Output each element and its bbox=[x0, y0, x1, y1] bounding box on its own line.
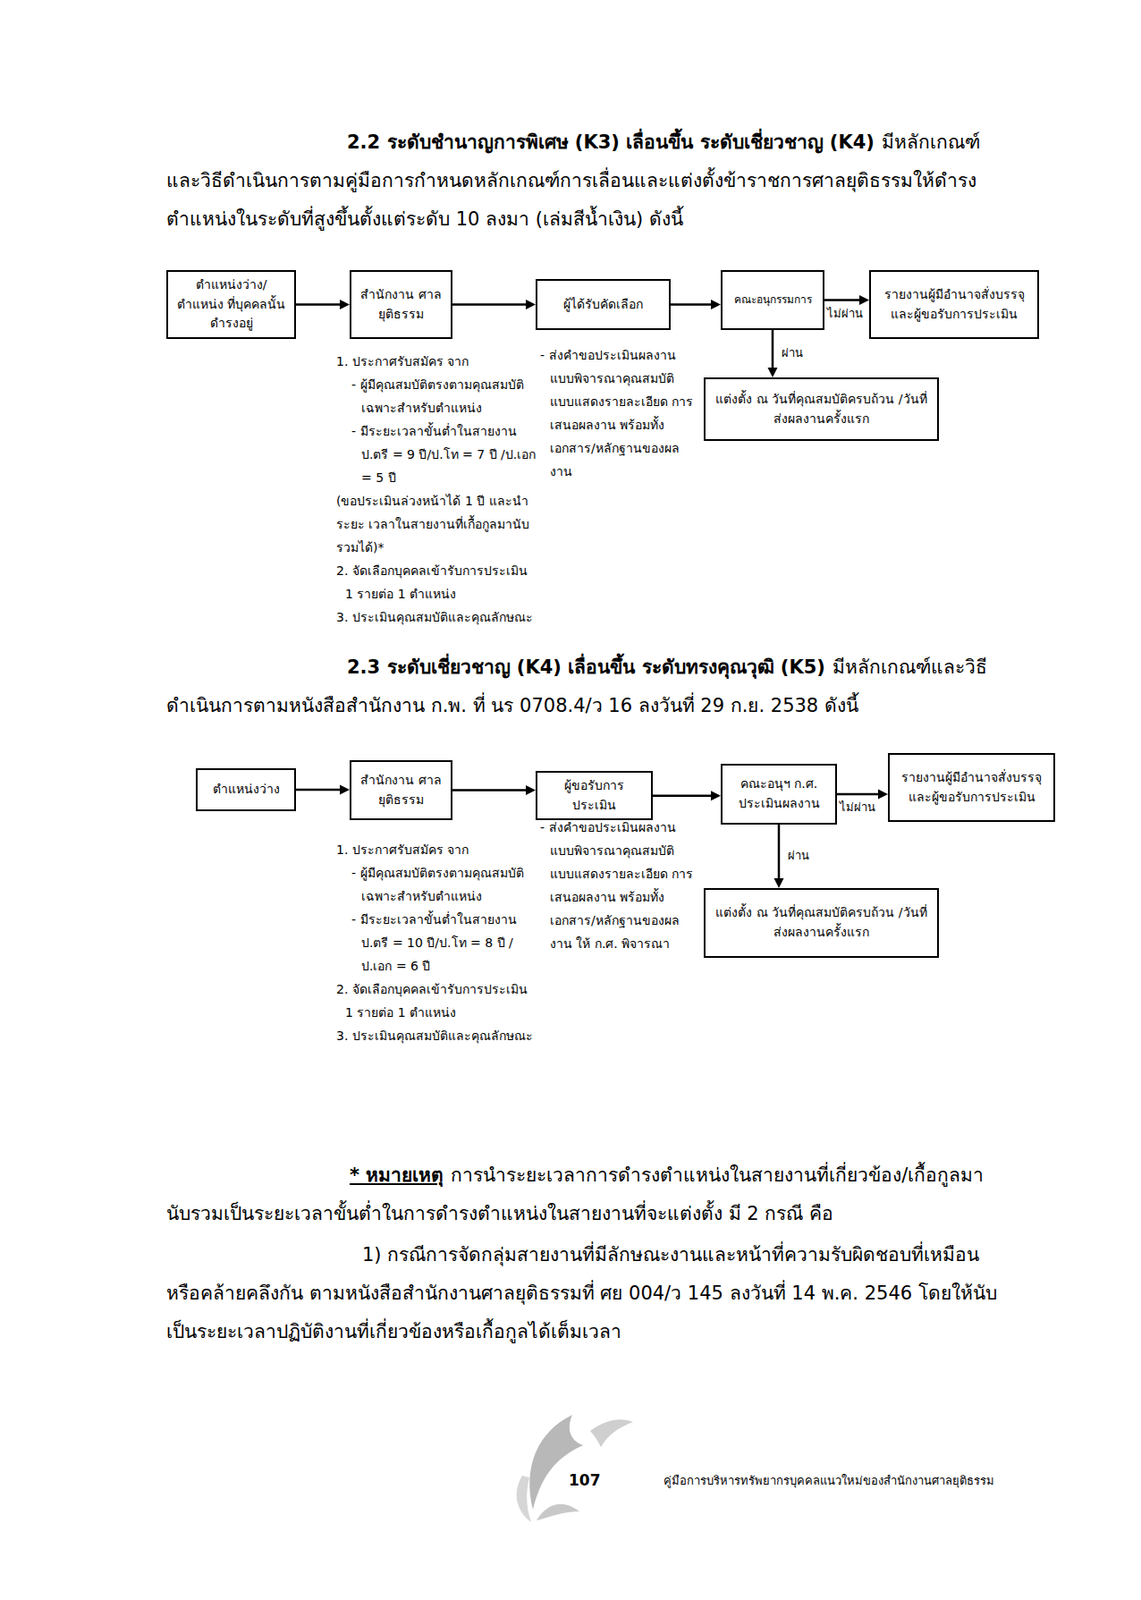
edge-label: ผ่าน bbox=[786, 848, 811, 864]
connector bbox=[670, 299, 721, 310]
edge-label: ผ่าน bbox=[780, 346, 804, 362]
note-item: 2. จัดเลือกบุคคลเข้ารับการประเมิน 1 รายต… bbox=[336, 977, 538, 1024]
process-box: ผู้ขอรับการประเมิน bbox=[535, 770, 653, 820]
text-block: 2.2 ระดับชำนาญการพิเศษ (K3) เลื่อนขึ้น ร… bbox=[166, 123, 1006, 239]
text-block: * หมายเหตุการนำระยะเวลาการดำรงตำแหน่งในส… bbox=[166, 1156, 1006, 1234]
connector bbox=[768, 329, 778, 378]
note-item: 1. ประกาศรับสมัคร จาก bbox=[336, 349, 538, 373]
process-box: ตำแหน่งว่าง bbox=[195, 768, 296, 812]
logo-swirl bbox=[590, 1419, 634, 1447]
box-text: ตำแหน่งว่าง bbox=[212, 779, 280, 800]
note-item: - ผู้มีคุณสมบัติตรงตามคุณสมบัติ เฉพาะสำห… bbox=[336, 372, 538, 420]
arrow-head bbox=[774, 878, 785, 888]
note-item: 1. ประกาศรับสมัคร จาก bbox=[336, 837, 538, 862]
connector-line bbox=[836, 793, 879, 796]
note-item: - ส่งคำขอประเมินผลงาน แบบพิจารณาคุณสมบัต… bbox=[540, 343, 697, 483]
process-box: รายงานผู้มีอำนาจสั่งบรรจุ และผู้ขอรับการ… bbox=[887, 752, 1056, 822]
text-block: 2.3 ระดับเชี่ยวชาญ (K4) เลื่อนขึ้น ระดับ… bbox=[166, 648, 1006, 726]
note-item: 3. ประเมินคุณสมบัติและคุณลักษณะ bbox=[336, 605, 538, 629]
connector-line bbox=[670, 303, 712, 306]
connector bbox=[774, 824, 785, 888]
process-box: แต่งตั้ง ณ วันที่คุณสมบัติครบถ้วน /วันที… bbox=[703, 377, 939, 441]
text-block: - ส่งคำขอประเมินผลงาน แบบพิจารณาคุณสมบัต… bbox=[540, 343, 697, 483]
process-box: รายงานผู้มีอำนาจสั่งบรรจุ และผู้ขอรับการ… bbox=[869, 270, 1040, 339]
arrow-head bbox=[710, 299, 721, 310]
note-item: คู่มือการบริหารทรัพยากรบุคคลแนวใหม่ของสำ… bbox=[663, 1471, 1004, 1490]
box-text: แต่งตั้ง ณ วันที่คุณสมบัติครบถ้วน /วันที… bbox=[710, 389, 932, 429]
process-box: สำนักงาน ศาลยุติธรรม bbox=[349, 270, 453, 339]
text-block: - ส่งคำขอประเมินผลงาน แบบพิจารณาคุณสมบัต… bbox=[540, 815, 697, 956]
note-item: 2. จัดเลือกบุคคลเข้ารับการประเมิน 1 รายต… bbox=[336, 558, 538, 606]
connector-line bbox=[777, 824, 781, 879]
arrow-head bbox=[878, 789, 888, 800]
box-text: คณะอนุฯ ก.ศ. ประเมินผลงาน bbox=[727, 774, 830, 813]
arrow-head bbox=[710, 790, 721, 801]
text-block: 1) กรณีการจัดกลุ่มสายงานที่มีลักษณะงานแล… bbox=[166, 1235, 1006, 1352]
connector bbox=[836, 789, 888, 800]
logo-swirl bbox=[536, 1504, 580, 1521]
paragraph-text: การนำระยะเวลาการดำรงตำแหน่งในสายงานที่เก… bbox=[166, 1164, 984, 1225]
box-text: สำนักงาน ศาลยุติธรรม bbox=[356, 285, 446, 324]
process-box: ตำแหน่งว่าง/ตำแหน่ง ที่บุคคลนั้นดำรงอยู่ bbox=[166, 270, 296, 339]
box-text: คณะอนุกรรมการ bbox=[734, 291, 812, 309]
connector bbox=[295, 299, 350, 310]
note-item: - มีระยะเวลาขั้นต่ำในสายงาน ป.ตรี = 10 ป… bbox=[336, 907, 538, 978]
connector-line bbox=[652, 794, 712, 797]
connector bbox=[452, 785, 536, 795]
connector bbox=[295, 785, 350, 795]
connector-line bbox=[452, 788, 527, 792]
paragraph-text: 1) กรณีการจัดกลุ่มสายงานที่มีลักษณะงานแล… bbox=[166, 1243, 998, 1343]
paragraph-text: 2.3 ระดับเชี่ยวชาญ (K4) เลื่อนขึ้น ระดับ… bbox=[346, 656, 826, 678]
connector-line bbox=[824, 298, 861, 302]
note-item: 3. ประเมินคุณสมบัติและคุณลักษณะ bbox=[336, 1023, 538, 1048]
process-box: คณะอนุกรรมการ bbox=[720, 270, 825, 330]
box-text: รายงานผู้มีอำนาจสั่งบรรจุ และผู้ขอรับการ… bbox=[895, 768, 1049, 807]
connector bbox=[824, 295, 870, 305]
process-box: สำนักงาน ศาลยุติธรรม bbox=[349, 760, 453, 820]
box-text: แต่งตั้ง ณ วันที่คุณสมบัติครบถ้วน /วันที… bbox=[710, 903, 932, 942]
arrow-head bbox=[525, 299, 536, 310]
edge-label: ไม่ผ่าน bbox=[826, 306, 864, 322]
box-text: ผู้ได้รับคัดเลือก bbox=[563, 295, 643, 315]
text-block: 1. ประกาศรับสมัคร จาก- ผู้มีคุณสมบัติตรง… bbox=[336, 349, 538, 629]
connector-line bbox=[452, 303, 527, 306]
arrow-head bbox=[339, 785, 350, 795]
connector bbox=[452, 299, 536, 310]
logo-swirl bbox=[516, 1475, 532, 1522]
box-text: สำนักงาน ศาลยุติธรรม bbox=[356, 770, 446, 810]
text-block: 107 bbox=[568, 1468, 623, 1492]
note-item: - ส่งคำขอประเมินผลงาน แบบพิจารณาคุณสมบัต… bbox=[540, 815, 697, 956]
process-box: แต่งตั้ง ณ วันที่คุณสมบัติครบถ้วน /วันที… bbox=[703, 887, 939, 958]
connector-line bbox=[771, 329, 775, 369]
box-text: ตำแหน่งว่าง/ตำแหน่ง ที่บุคคลนั้นดำรงอยู่ bbox=[173, 275, 289, 334]
connector bbox=[652, 790, 721, 801]
arrow-head bbox=[768, 367, 778, 378]
note-item: (ขอประเมินล่วงหน้าได้ 1 ปี และนำระยะ เวล… bbox=[336, 489, 538, 559]
note-item: - มีระยะเวลาขั้นต่ำในสายงาน ป.ตรี = 9 ปี… bbox=[336, 419, 538, 490]
connector-line bbox=[295, 303, 341, 306]
note-item: - ผู้มีคุณสมบัติตรงตามคุณสมบัติ เฉพาะสำห… bbox=[336, 861, 538, 908]
process-box: คณะอนุฯ ก.ศ. ประเมินผลงาน bbox=[720, 763, 837, 825]
connector-line bbox=[295, 788, 341, 792]
box-text: รายงานผู้มีอำนาจสั่งบรรจุ และผู้ขอรับการ… bbox=[876, 285, 1032, 324]
text-block: 1. ประกาศรับสมัคร จาก- ผู้มีคุณสมบัติตรง… bbox=[336, 837, 538, 1048]
text-block: คู่มือการบริหารทรัพยากรบุคคลแนวใหม่ของสำ… bbox=[663, 1471, 1004, 1490]
edge-label: ไม่ผ่าน bbox=[838, 800, 877, 816]
logo-swirl bbox=[529, 1414, 584, 1510]
paragraph-text: * หมายเหตุ bbox=[349, 1164, 444, 1186]
arrow-head bbox=[339, 299, 350, 310]
process-box: ผู้ได้รับคัดเลือก bbox=[535, 278, 671, 330]
arrow-head bbox=[525, 785, 536, 795]
arrow-head bbox=[859, 295, 870, 305]
paragraph-text: 2.2 ระดับชำนาญการพิเศษ (K3) เลื่อนขึ้น ร… bbox=[346, 131, 875, 153]
note-item: 107 bbox=[568, 1468, 623, 1492]
box-text: ผู้ขอรับการประเมิน bbox=[542, 776, 646, 815]
